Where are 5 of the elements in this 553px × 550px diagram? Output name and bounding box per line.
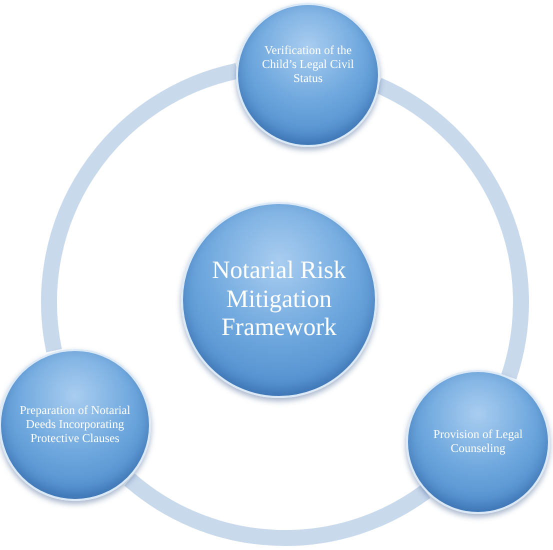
node-label: Provision of Legal Counseling — [432, 428, 524, 456]
ring-arc — [124, 473, 430, 546]
node-label: Notarial Risk Mitigation Framework — [211, 256, 347, 344]
node-label: Preparation of Notarial Deeds Incorporating Protective Clauses — [18, 404, 132, 446]
node-label: Verification of the Child’s Legal Civil Status — [261, 44, 355, 86]
